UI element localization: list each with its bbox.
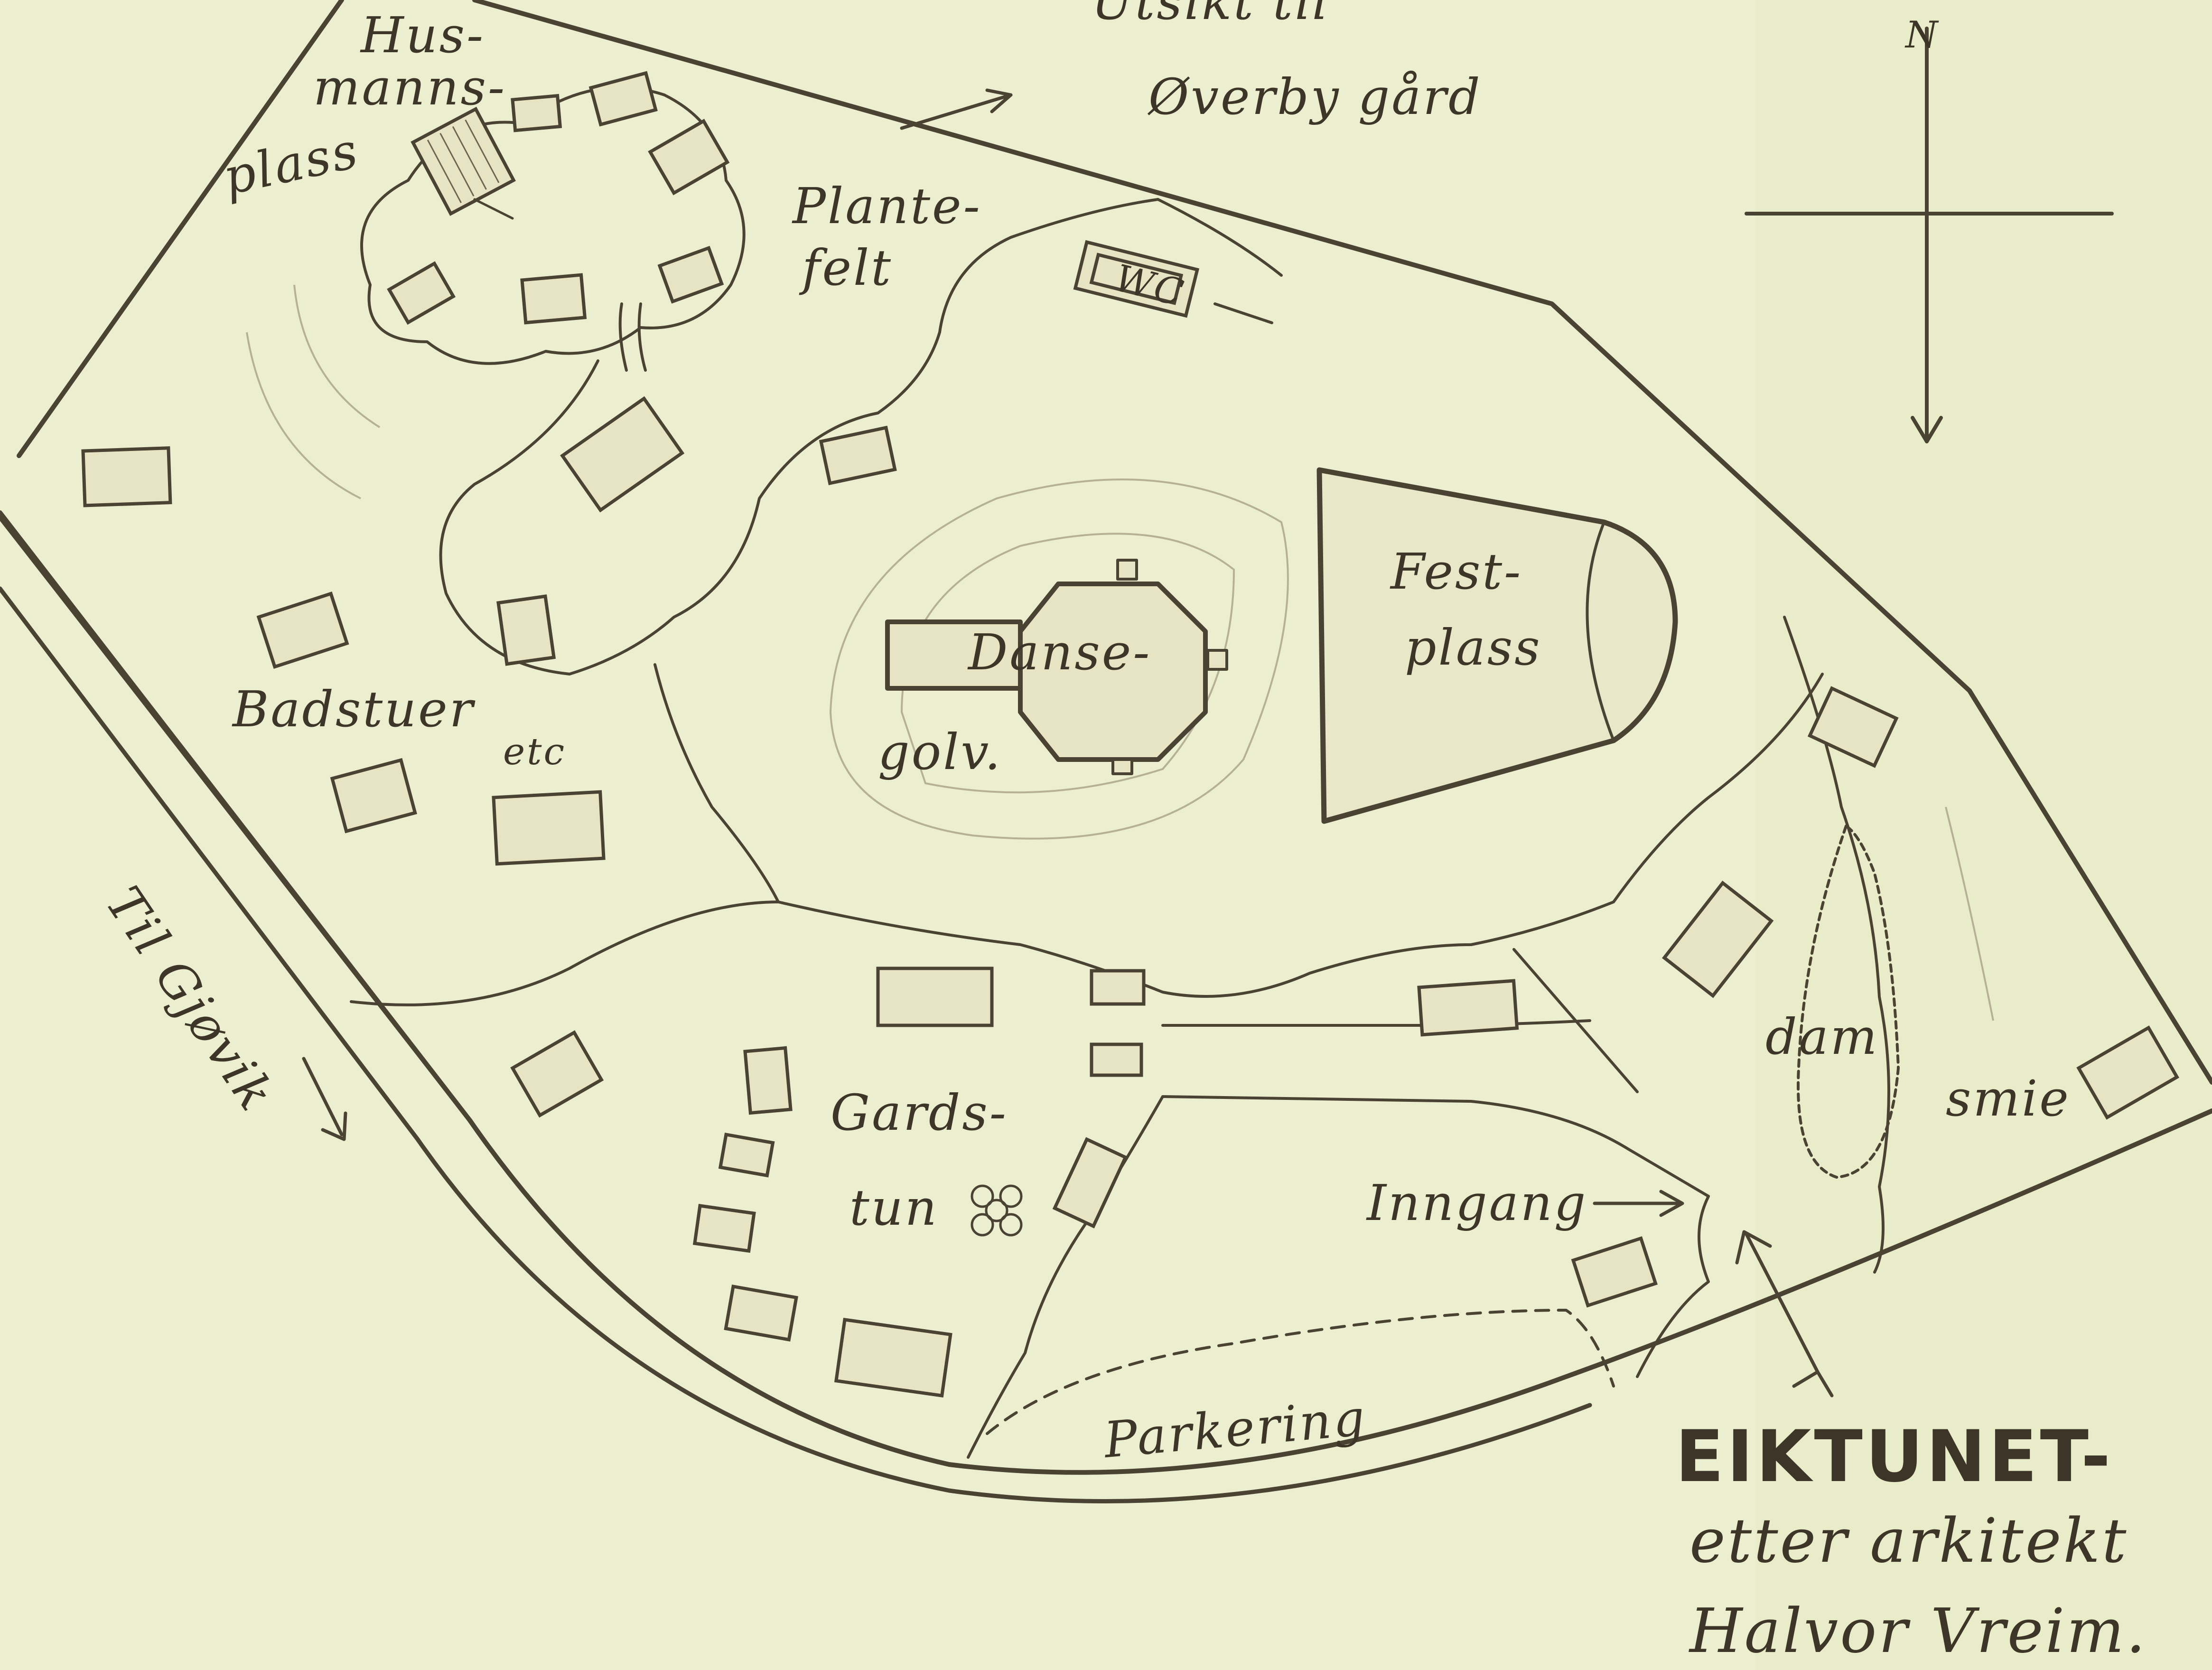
label-gardstun-2: tun [849, 1179, 939, 1237]
gardstun-flower-icon [971, 1184, 1023, 1237]
building-husmann-6 [387, 261, 456, 325]
road-arrow [302, 1057, 347, 1141]
dansegolv-pavilion [885, 559, 1228, 775]
building-gardstun-7 [724, 1284, 799, 1342]
building-badstue-1 [256, 591, 349, 669]
entrance-arrows [1593, 1190, 1834, 1398]
north-label: N [1904, 14, 1940, 56]
label-plante-2: felt [799, 239, 893, 297]
building-gardstun-6 [692, 1204, 756, 1253]
label-husmann-1: Hus- [360, 6, 485, 64]
building-plante-2 [819, 425, 897, 486]
label-view: Utsikt til [1092, 0, 1330, 31]
building-gardstun-3 [1090, 1042, 1143, 1077]
building-husmann-3 [588, 71, 658, 127]
building-wc [1073, 240, 1200, 318]
building-gardstun-1 [876, 966, 994, 1027]
building-badstue-4 [492, 790, 606, 866]
label-title: EIKTUNET- [1675, 1416, 2113, 1498]
label-husmann-2: manns- [313, 58, 506, 116]
wc-arrow [1213, 302, 1273, 324]
building-gardstun-4 [743, 1046, 793, 1115]
building-smie [2076, 1025, 2180, 1120]
label-etc: etc [503, 731, 566, 773]
label-smie: smie [1946, 1070, 2071, 1127]
festplass-area [1316, 467, 1678, 824]
label-fest-1: Fest- [1390, 543, 1522, 600]
building-inngang-east [1417, 979, 1519, 1037]
site-boundary [0, 0, 2212, 1475]
label-dam: dam [1765, 1008, 1879, 1066]
terrain-contours [246, 284, 1994, 1021]
label-credit-1: etter arkitekt [1689, 1506, 2128, 1576]
label-inngang: Inngang [1366, 1174, 1587, 1232]
building-husmann-4 [648, 119, 730, 196]
building-gardstun-9 [1052, 1137, 1128, 1229]
label-view-target: Øverby gård [1147, 68, 1482, 126]
label-plante-1: Plante- [792, 177, 982, 235]
tree-trunk [618, 302, 647, 372]
label-credit-2: Halvor Vreim. [1689, 1596, 2147, 1667]
label-danse-1: Danse- [967, 623, 1151, 681]
north-arrow [1745, 27, 2114, 443]
building-gardstun-5 [718, 1132, 775, 1178]
building-badstue-2 [496, 594, 556, 666]
building-east-2 [1661, 881, 1774, 998]
building-south-west [510, 1030, 604, 1118]
building-husmann-2 [511, 94, 562, 132]
building-gardstun-8 [834, 1318, 952, 1398]
building-east-1 [1807, 686, 1899, 768]
paper-stain [1756, 0, 2212, 1670]
label-badstuer: Badstuer [232, 680, 476, 738]
husmann-arrow [473, 198, 514, 220]
building-badstue-3 [330, 758, 417, 834]
building-plante-1 [560, 396, 685, 513]
label-fest-2: plass [1405, 619, 1542, 676]
buildings [81, 71, 2180, 1398]
building-west-1 [81, 446, 172, 507]
building-husmann-5 [657, 245, 724, 304]
road-to-gjovik [0, 515, 1592, 1503]
parking-boundary [986, 1309, 1615, 1435]
building-husmann-7 [520, 273, 587, 325]
building-gardstun-2 [1090, 969, 1146, 1006]
building-husmann-main [411, 106, 516, 216]
view-arrow [900, 88, 1013, 130]
building-parkering [1571, 1236, 1658, 1308]
dam-pond [1797, 825, 1900, 1179]
label-danse-2: golv. [878, 723, 1002, 781]
label-gardstun-1: Gards- [831, 1084, 1008, 1142]
